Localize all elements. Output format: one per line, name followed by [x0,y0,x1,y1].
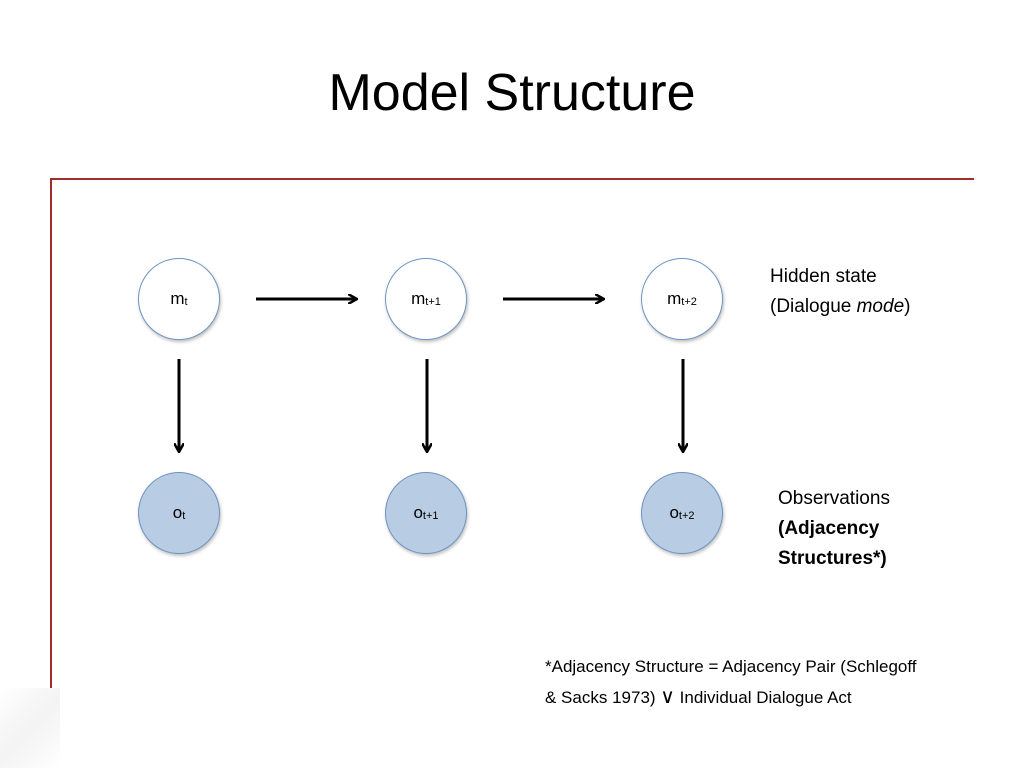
footnote-line2-suffix: Individual Dialogue Act [674,688,852,707]
corner-decoration [0,688,60,768]
observations-line2: (Adjacency [778,518,880,539]
node-subscript: t [184,296,188,308]
hidden-state-line2-prefix: (Dialogue [770,296,857,317]
footnote: *Adjacency Structure = Adjacency Pair (S… [545,652,917,713]
hidden-state-line1: Hidden state [770,266,877,287]
footnote-line1: *Adjacency Structure = Adjacency Pair (S… [545,657,917,676]
hidden-state-label: Hidden state (Dialogue mode) [770,262,910,322]
hidden-state-mode-italic: mode [856,296,905,317]
node-subscript: t+1 [425,296,441,308]
footnote-line2-prefix: & Sacks 1973) [545,688,661,707]
hidden-state-line2-suffix: ) [904,296,911,317]
observations-line3: Structures*) [778,548,887,569]
node-base: o [413,503,423,522]
node-base: o [172,503,183,522]
node-base: m [411,289,426,308]
frame-left-border [50,178,52,688]
observations-line1: Observations [778,488,890,509]
node-base: m [170,289,185,308]
node-base: m [667,289,682,308]
node-subscript: t+2 [678,510,695,522]
logical-or-symbol: ∨ [660,686,675,708]
frame-top-border [50,178,974,180]
observations-label: Observations (Adjacency Structures*) [778,484,890,574]
node-subscript: t [182,510,186,522]
node-base: o [669,503,679,522]
node-subscript: t+2 [681,296,697,308]
footnote-line2: & Sacks 1973) ∨ Individual Dialogue Act [545,682,917,713]
node-subscript: t+1 [422,510,439,522]
slide-title: Model Structure [328,64,696,122]
hidden-state-line2: (Dialogue mode) [770,292,910,322]
